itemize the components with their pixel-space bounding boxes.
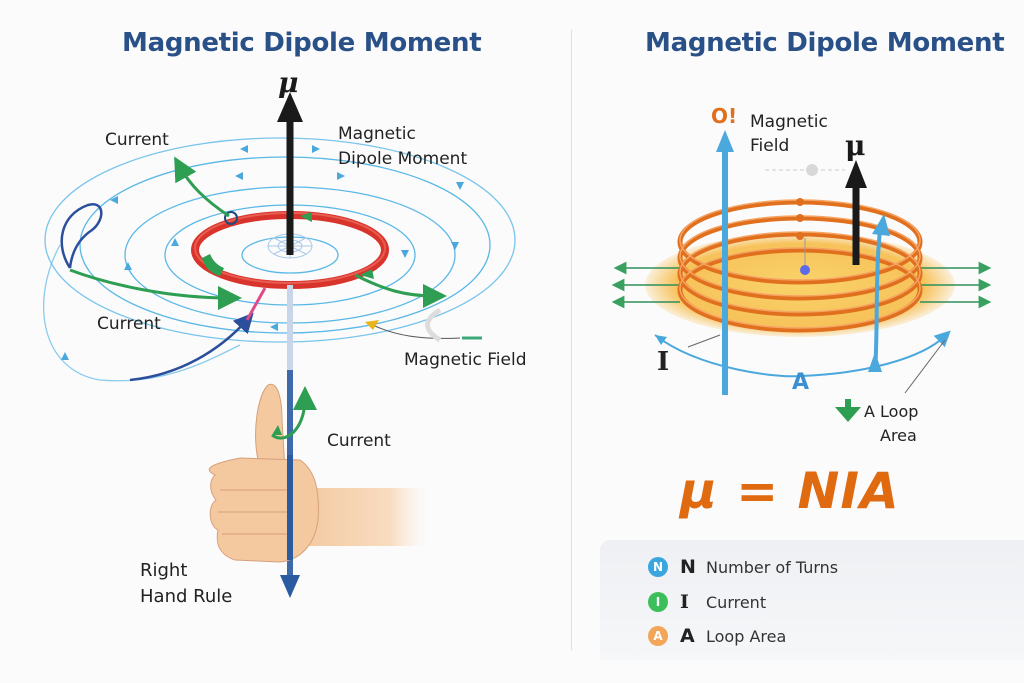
field-line [44,137,516,343]
label-current-middle: Current [97,314,161,334]
label-loop-area-2: Area [880,426,917,445]
mu-arrow-head [277,92,303,122]
down-arrow-icon [835,399,861,422]
lead-wire [60,202,103,269]
right-mu-symbol: μ [845,129,866,162]
field-line [79,156,491,334]
field-marker: O! [711,104,737,128]
label-loop-area-1: A Loop [864,402,919,421]
current-arrows [69,156,447,310]
label-field-2: Field [750,136,790,156]
label-dipole-moment-1: Magnetic [338,124,416,144]
legend: N N Number of Turns I I Current A A Loop… [600,540,1024,660]
legend-text: Number of Turns [706,557,839,577]
label-right-hand-1: Right [140,560,188,581]
wire-arrow-head [280,575,300,598]
formula: μ = NIA [680,462,900,520]
badge-a-icon: A [648,626,668,646]
legend-item-a: A A Loop Area [648,625,786,647]
mu-arrow-head-right [845,160,867,188]
left-diagram: μ [42,66,516,598]
loop-connector [224,211,238,225]
area-symbol: A [792,370,809,395]
field-arrow-head [716,130,734,152]
area-arc [654,330,951,378]
legend-text: Current [706,592,767,612]
label-dipole-moment-2: Dipole Moment [338,149,468,169]
left-mu-symbol: μ [278,66,299,99]
field-pointer-icon [365,320,379,330]
right-title: Magnetic Dipole Moment [645,28,1005,58]
legend-symbol: I [680,591,689,613]
center-point [800,265,810,275]
field-arrowheads [61,145,464,360]
legend-item-i: I I Current [648,591,766,613]
legend-symbol: N [680,556,696,578]
lead-wire [129,312,254,382]
panel-divider [571,30,572,650]
label-right-hand-2: Hand Rule [140,586,233,607]
field-line [42,244,241,382]
left-title: Magnetic Dipole Moment [122,28,482,58]
label-current-top: Current [105,130,169,150]
hand-illustration [208,383,430,563]
badge-i-icon: I [648,592,668,612]
legend-item-n: N N Number of Turns [648,556,838,578]
label-current-hand: Current [327,431,391,451]
label-magnetic-field: Magnetic Field [404,350,527,370]
loop-current-markers [202,212,374,279]
hand-current-arrow [271,386,317,440]
label-field-1: Magnetic [750,112,828,132]
badge-n-icon: N [648,557,668,577]
coil-leads [796,198,804,240]
current-symbol: I [657,347,669,377]
horizontal-field-arrows [611,261,992,309]
legend-symbol: A [680,625,695,647]
legend-text: Loop Area [706,626,787,646]
